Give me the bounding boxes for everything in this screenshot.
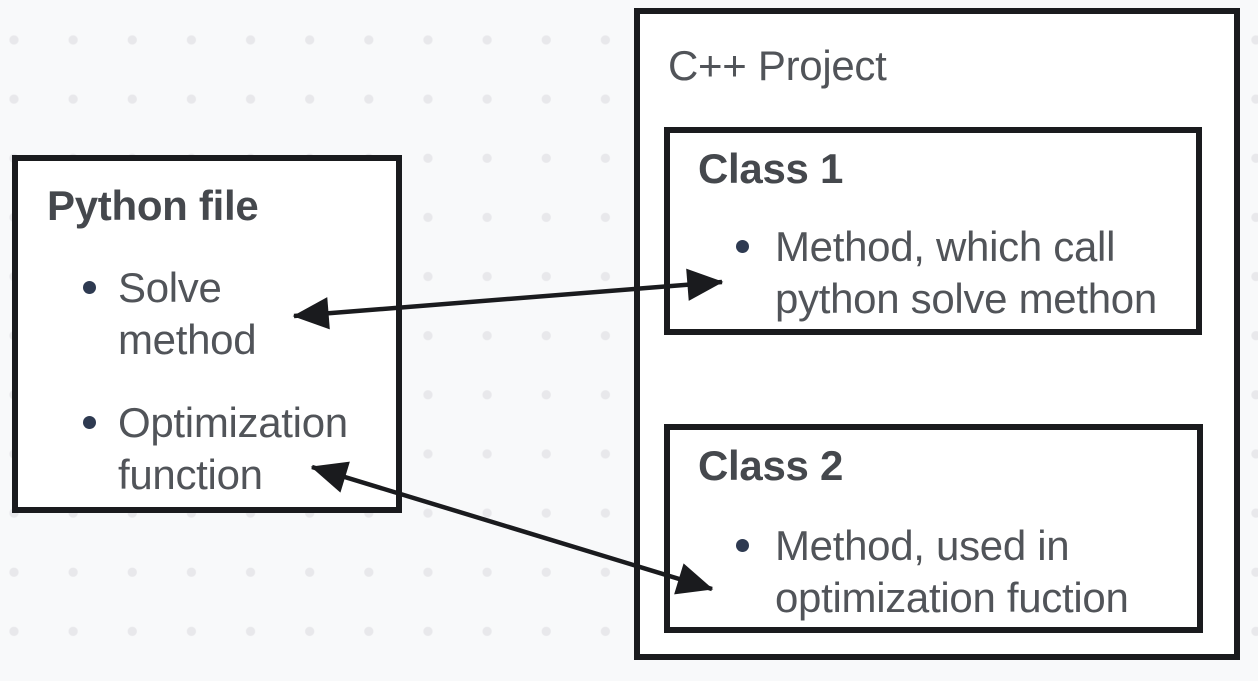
cpp-project-box[interactable]: C++ Project Class 1 Method, which call p… xyxy=(634,8,1240,660)
bullet-icon xyxy=(736,240,749,253)
class-2-title: Class 2 xyxy=(698,442,844,489)
bullet-icon xyxy=(83,281,96,294)
bullet-icon xyxy=(736,539,749,552)
list-item-text: Method, used in optimization fuction xyxy=(775,522,1129,621)
bullet-icon xyxy=(83,416,96,429)
list-item-solve-method: Solve method xyxy=(47,262,390,366)
list-item-class2-method: Method, used in optimization fuction xyxy=(698,520,1191,624)
list-item-optimization-function: Optimization function xyxy=(47,397,390,501)
class-2-list: Method, used in optimization fuction xyxy=(698,520,1191,624)
list-item-text: Solve method xyxy=(118,264,257,363)
python-file-list: Solve method Optimization function xyxy=(47,262,390,501)
list-item-text: Method, which call python solve methon xyxy=(775,223,1157,322)
cpp-project-title: C++ Project xyxy=(668,42,887,89)
class-1-list: Method, which call python solve methon xyxy=(698,221,1190,325)
list-item-text: Optimization function xyxy=(118,399,348,498)
class-1-title: Class 1 xyxy=(698,145,844,192)
list-item-class1-method: Method, which call python solve methon xyxy=(698,221,1190,325)
class-1-box[interactable]: Class 1 Method, which call python solve … xyxy=(664,127,1202,335)
class-2-box[interactable]: Class 2 Method, used in optimization fuc… xyxy=(664,424,1203,633)
python-file-title: Python file xyxy=(47,182,259,229)
python-file-box[interactable]: Python file Solve method Optimization fu… xyxy=(12,155,402,513)
